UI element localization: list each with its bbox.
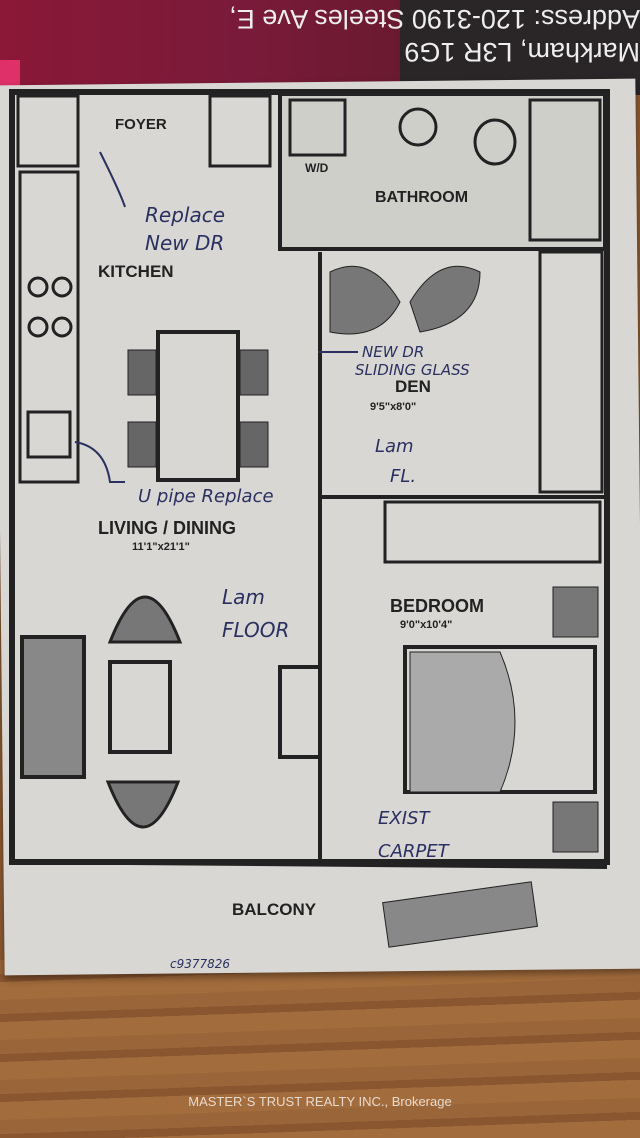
nightstand <box>552 801 599 853</box>
watermark: MASTER`S TRUST REALTY INC., Brokerage <box>188 1094 452 1109</box>
note-exist: EXIST <box>378 808 431 829</box>
note-fl: FL. <box>390 466 416 487</box>
listing-id: c9377826 <box>170 957 230 971</box>
closet <box>16 94 80 168</box>
chair <box>239 421 269 468</box>
note-new-door: New DR <box>145 231 224 255</box>
note-lam-floor: Lam <box>222 585 265 609</box>
toilet <box>473 118 517 166</box>
stove-burner <box>51 276 73 298</box>
room-label-den: DEN <box>395 377 431 396</box>
room-label-living: LIVING / DINING <box>98 518 236 538</box>
balcony-wall <box>11 860 608 869</box>
stove-burner <box>51 316 73 338</box>
room-label-balcony: BALCONY <box>232 900 317 919</box>
room-label-kitchen: KITCHEN <box>98 262 174 281</box>
note-lam: Lam <box>375 436 414 457</box>
den-dimensions: 9'5"x8'0" <box>370 401 416 413</box>
note-carpet: CARPET <box>378 841 451 862</box>
bathtub <box>528 98 602 242</box>
tv-stand <box>278 665 322 759</box>
den-chairs <box>329 265 481 335</box>
floor-plan-drawing: FOYER W/D BATHROOM KITCHEN DEN 9'5"x8'0"… <box>9 89 610 971</box>
stove-burner <box>27 316 49 338</box>
room-label-wd: W/D <box>305 161 329 175</box>
note-sliding-glass: SLIDING GLASS <box>355 361 470 379</box>
nightstand <box>552 586 599 638</box>
stove-burner <box>27 276 49 298</box>
chair <box>127 421 157 468</box>
chair <box>127 349 157 396</box>
kitchen-sink <box>26 410 72 459</box>
den-closet <box>538 250 604 494</box>
room-label-bedroom: BEDROOM <box>390 596 484 616</box>
dining-table <box>156 330 240 482</box>
room-label-bathroom: BATHROOM <box>375 189 468 206</box>
arrow <box>99 151 126 208</box>
bed-cover <box>409 651 516 793</box>
bedroom-closet <box>383 500 602 564</box>
living-dimensions: 11'1"x21'1" <box>132 541 190 553</box>
chair <box>239 349 269 396</box>
note-replace: Replace <box>145 203 225 227</box>
armchairs <box>105 595 183 829</box>
wood-floor <box>0 960 640 1138</box>
closet <box>208 94 272 168</box>
washer-dryer <box>288 98 347 157</box>
kitchen-counter <box>18 170 80 484</box>
note-u-pipe-replace: U pipe Replace <box>138 486 274 507</box>
arrow <box>74 441 125 483</box>
coffee-table <box>108 660 172 754</box>
address-label-upside-down: Markham, L3R 1G9 Address: 120-3190 Steel… <box>229 4 640 67</box>
bathroom-area <box>278 92 607 251</box>
bedroom-dimensions: 9'0"x10'4" <box>400 619 452 631</box>
note-new-door-den: NEW DR <box>362 343 424 361</box>
sink <box>398 107 438 147</box>
note-floor: FLOOR <box>222 618 289 642</box>
sofa <box>20 635 86 779</box>
room-label-foyer: FOYER <box>115 116 167 133</box>
lounge-chair <box>382 881 539 948</box>
